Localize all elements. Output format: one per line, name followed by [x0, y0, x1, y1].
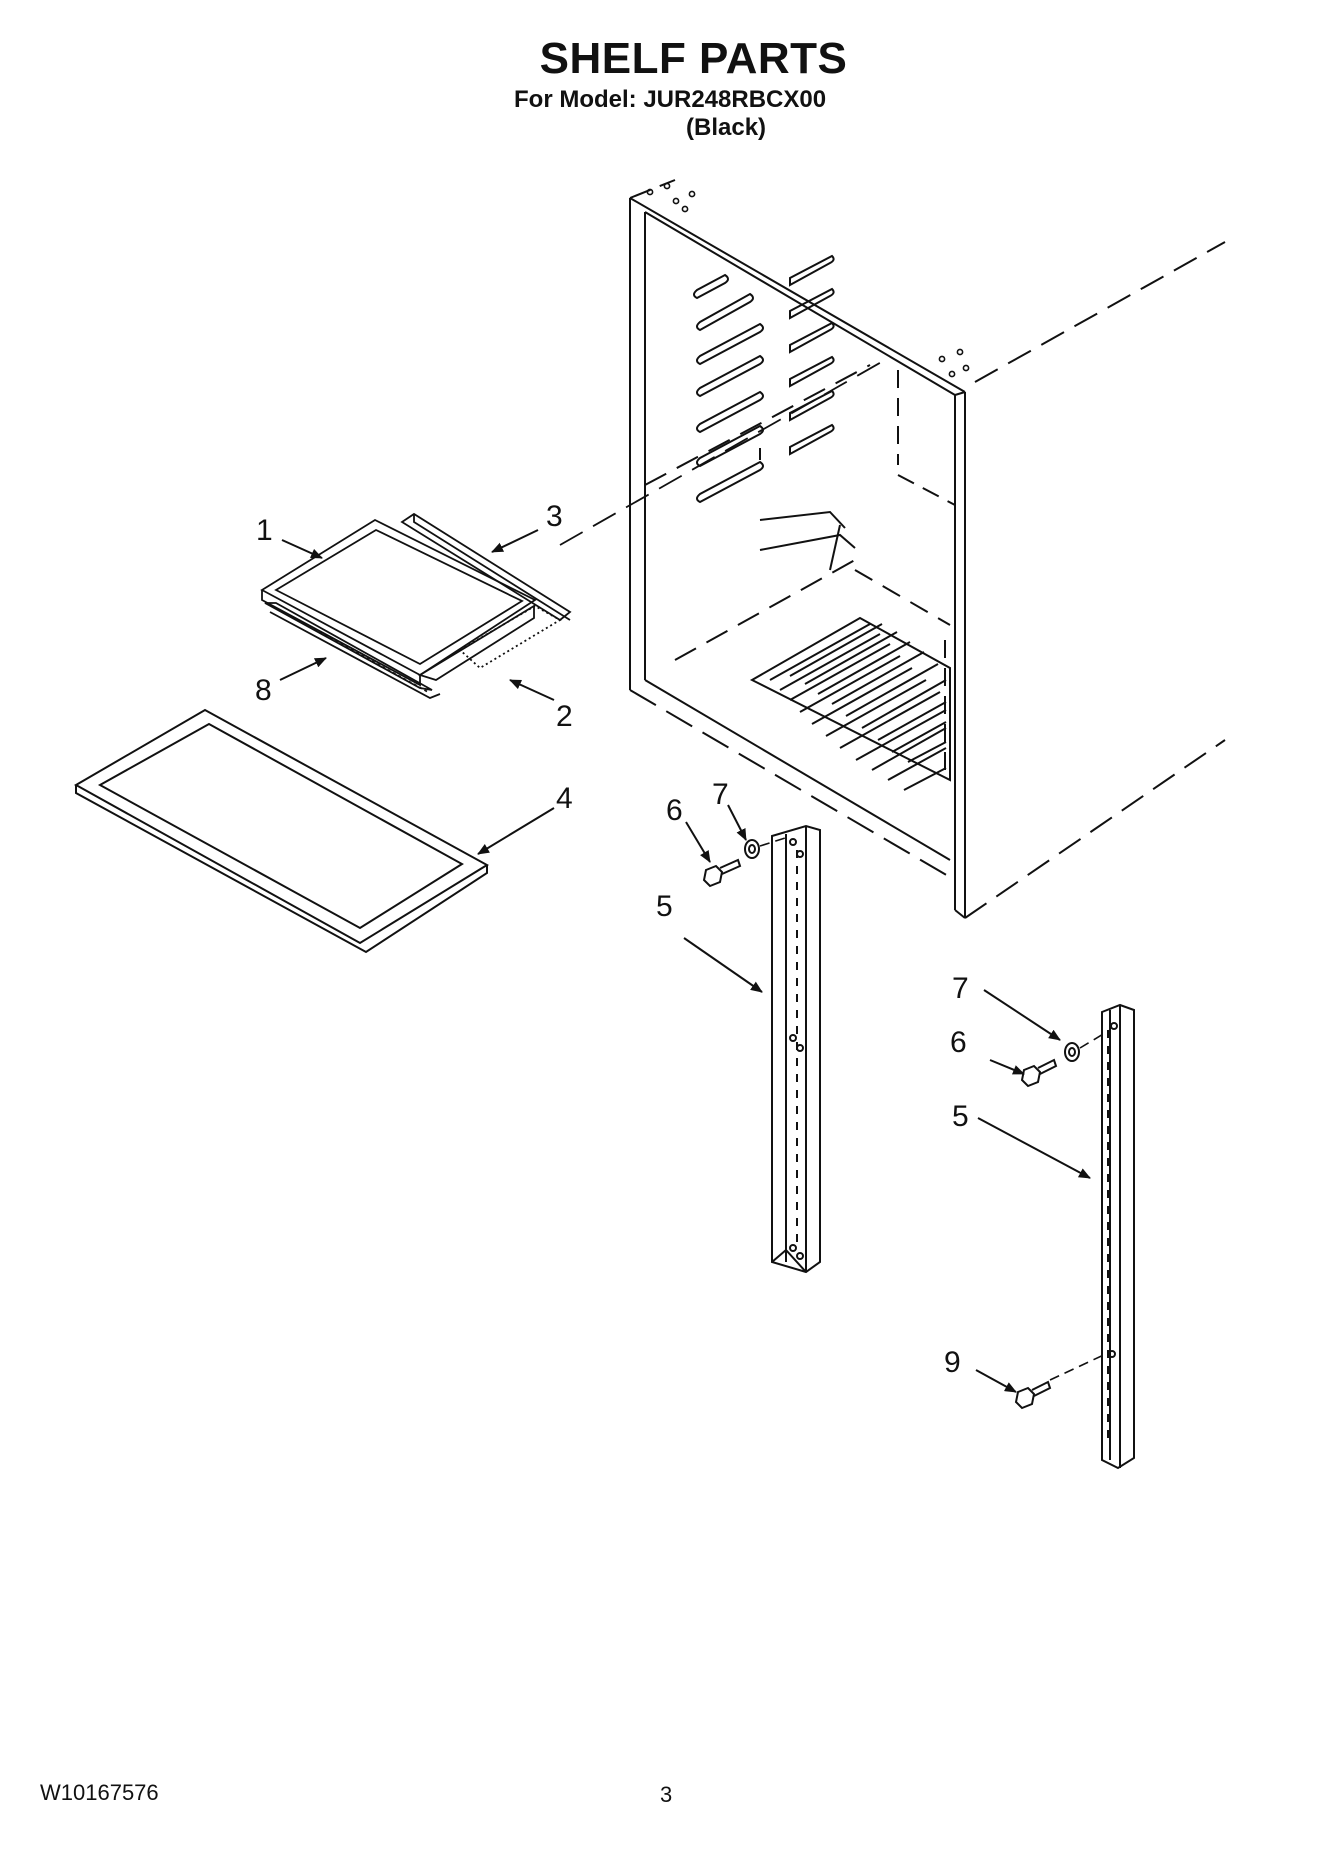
glass-shelf-panel [73, 708, 489, 954]
callout-6-left: 6 [666, 794, 683, 827]
left-shelf-standard [771, 824, 821, 1274]
callout-6-right: 6 [950, 1026, 967, 1059]
right-screw-top [1020, 1058, 1058, 1088]
cabinet-holes [646, 182, 970, 378]
left-washer [744, 839, 760, 859]
model-line: For Model: JUR248RBCX00 [514, 86, 827, 113]
leader-arrows [279, 529, 1091, 1393]
page-number: 3 [660, 1782, 673, 1807]
callout-7-left: 7 [712, 778, 729, 811]
page-title: SHELF PARTS [539, 34, 848, 83]
callout-2: 2 [556, 700, 573, 733]
callout-8: 8 [255, 674, 272, 707]
right-screw-bottom [1014, 1380, 1052, 1410]
callout-7-right: 7 [952, 972, 969, 1005]
callout-9: 9 [944, 1346, 961, 1379]
shelf-assembly [260, 512, 572, 699]
left-screw [702, 858, 742, 888]
callout-5-left: 5 [656, 890, 673, 923]
right-shelf-standard [1101, 1003, 1135, 1470]
callout-3: 3 [546, 500, 563, 533]
callout-4: 4 [556, 782, 573, 815]
cabinet-liner [629, 179, 1226, 919]
assembly-guide-line [559, 359, 886, 546]
callout-1: 1 [256, 514, 273, 547]
callout-5-right: 5 [952, 1100, 969, 1133]
shelf-support-slots [693, 254, 835, 504]
floor-vent-grille [749, 616, 951, 791]
right-washer [1064, 1042, 1080, 1062]
model-variant: (Black) [686, 114, 767, 141]
document-number: W10167576 [40, 1780, 159, 1805]
